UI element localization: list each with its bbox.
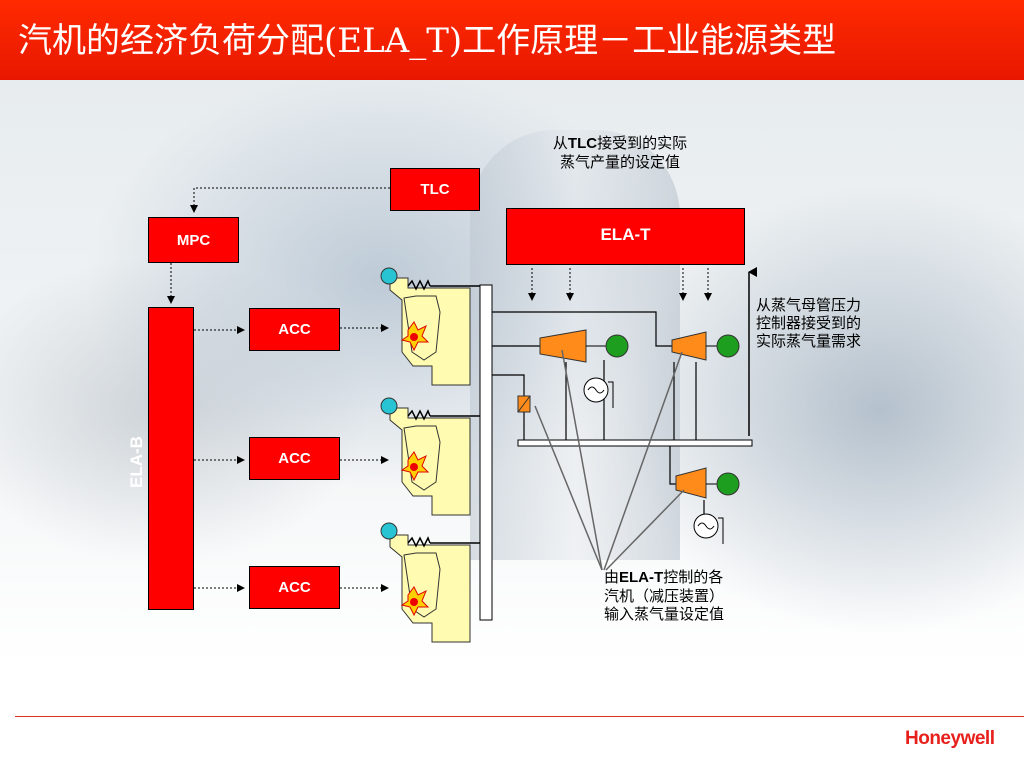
note-pressure-line1: 从蒸气母管压力 bbox=[756, 296, 862, 314]
title-bar: 汽机的经济负荷分配(ELA_T)工作原理－工业能源类型 bbox=[0, 0, 1024, 80]
steam-header-vertical bbox=[479, 284, 493, 621]
generator-2-icon bbox=[716, 334, 740, 358]
note-tlc-prefix: 从 bbox=[552, 134, 568, 152]
boiler-1 bbox=[380, 267, 480, 386]
turbine-3 bbox=[675, 467, 740, 499]
ela-t-box[interactable]: ELA-T bbox=[506, 208, 745, 265]
boiler-2 bbox=[380, 397, 480, 516]
acc-box-2[interactable]: ACC bbox=[249, 437, 340, 480]
note-pressure-line3: 实际蒸气量需求 bbox=[756, 332, 862, 350]
note-tlc-rest: 接受到的实际 bbox=[597, 134, 688, 152]
footer-divider bbox=[15, 716, 1024, 717]
acc-boiler-links bbox=[340, 324, 389, 592]
pressure-reducing-valve bbox=[517, 395, 531, 413]
boiler-3-sensor bbox=[380, 522, 398, 540]
note-turbine-line3: 输入蒸气量设定值 bbox=[604, 605, 725, 623]
note-turbine-line2: 汽机（减压装置） bbox=[604, 587, 725, 605]
acc-box-1[interactable]: ACC bbox=[249, 308, 340, 351]
page-title: 汽机的经济负荷分配(ELA_T)工作原理－工业能源类型 bbox=[18, 21, 837, 61]
note-turbine-bold: ELA-T bbox=[619, 569, 664, 586]
turbine-1 bbox=[539, 329, 629, 363]
tlc-box[interactable]: TLC bbox=[390, 168, 480, 211]
note-turbine-rest: 控制的各 bbox=[663, 568, 724, 586]
generator-3-icon bbox=[716, 472, 740, 496]
honeywell-logo: Honeywell bbox=[905, 728, 995, 749]
generator-1-icon bbox=[605, 334, 629, 358]
acc-box-3[interactable]: ACC bbox=[249, 566, 340, 609]
ela-b-label: ELA-B bbox=[127, 436, 146, 488]
note-pressure-line2: 控制器接受到的 bbox=[756, 314, 862, 332]
boiler-2-sensor bbox=[380, 397, 398, 415]
boiler-3 bbox=[380, 522, 480, 643]
callout-lines bbox=[534, 349, 685, 571]
note-header-pressure: 从蒸气母管压力 控制器接受到的 实际蒸气量需求 bbox=[756, 296, 906, 350]
ela-b-box[interactable] bbox=[148, 307, 194, 610]
mpc-box[interactable]: MPC bbox=[148, 217, 239, 263]
note-tlc-setpoint: 从TLC接受到的实际 蒸气产量的设定值 bbox=[520, 134, 720, 171]
note-tlc-line2: 蒸气产量的设定值 bbox=[559, 153, 680, 171]
elab-acc-links bbox=[194, 326, 245, 592]
condenser-2-icon bbox=[693, 513, 724, 544]
turbine-2 bbox=[671, 331, 740, 361]
steam-header-horizontal bbox=[517, 439, 753, 447]
note-tlc-bold: TLC bbox=[567, 135, 598, 152]
condenser-1-icon bbox=[583, 377, 614, 408]
elat-output-arrows bbox=[528, 268, 712, 301]
note-turbine-inputs: 由ELA-T控制的各 汽机（减压装置） 输入蒸气量设定值 bbox=[604, 568, 774, 623]
boiler-1-sensor bbox=[380, 267, 398, 285]
note-turbine-prefix: 由 bbox=[604, 568, 620, 586]
